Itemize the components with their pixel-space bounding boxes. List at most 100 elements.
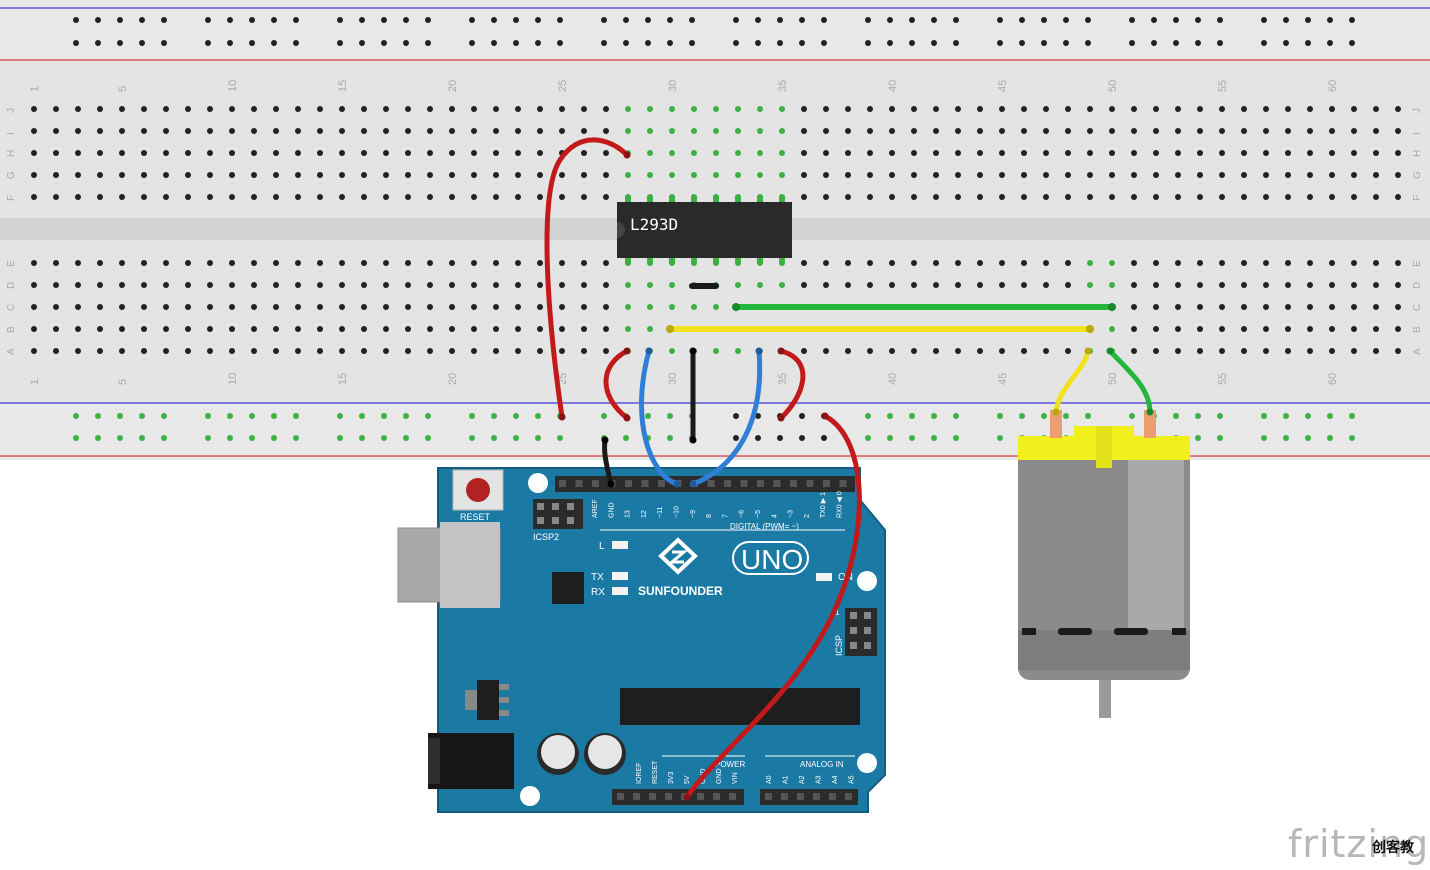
breadboard-hole[interactable] [757, 172, 763, 178]
breadboard-hole[interactable] [317, 150, 323, 156]
breadboard-hole[interactable] [625, 106, 631, 112]
power-rail-hole[interactable] [425, 413, 431, 419]
breadboard-hole[interactable] [559, 282, 565, 288]
power-rail-hole[interactable] [931, 17, 937, 23]
breadboard-hole[interactable] [427, 150, 433, 156]
breadboard-hole[interactable] [31, 260, 37, 266]
breadboard-hole[interactable] [163, 172, 169, 178]
breadboard-hole[interactable] [1131, 348, 1137, 354]
power-rail-hole[interactable] [293, 40, 299, 46]
power-rail-hole[interactable] [953, 40, 959, 46]
power-rail-hole[interactable] [1283, 17, 1289, 23]
breadboard-hole[interactable] [1395, 282, 1401, 288]
breadboard-hole[interactable] [185, 304, 191, 310]
breadboard-hole[interactable] [317, 128, 323, 134]
breadboard-hole[interactable] [537, 326, 543, 332]
breadboard-hole[interactable] [933, 106, 939, 112]
breadboard-hole[interactable] [955, 260, 961, 266]
breadboard-hole[interactable] [163, 304, 169, 310]
breadboard-hole[interactable] [537, 194, 543, 200]
power-rail-hole[interactable] [95, 413, 101, 419]
breadboard-hole[interactable] [295, 304, 301, 310]
power-rail-hole[interactable] [799, 435, 805, 441]
power-rail-hole[interactable] [755, 413, 761, 419]
power-rail-hole[interactable] [227, 17, 233, 23]
breadboard-hole[interactable] [1329, 304, 1335, 310]
breadboard-hole[interactable] [471, 172, 477, 178]
breadboard-hole[interactable] [1175, 150, 1181, 156]
breadboard-hole[interactable] [999, 172, 1005, 178]
breadboard-hole[interactable] [1043, 128, 1049, 134]
breadboard-hole[interactable] [141, 128, 147, 134]
power-rail-hole[interactable] [1195, 413, 1201, 419]
power-rail-hole[interactable] [557, 17, 563, 23]
power-rail-hole[interactable] [161, 435, 167, 441]
breadboard-hole[interactable] [955, 282, 961, 288]
breadboard-hole[interactable] [1285, 348, 1291, 354]
breadboard-hole[interactable] [1109, 194, 1115, 200]
power-rail-hole[interactable] [623, 435, 629, 441]
breadboard-hole[interactable] [405, 282, 411, 288]
power-rail-hole[interactable] [557, 40, 563, 46]
breadboard-hole[interactable] [669, 106, 675, 112]
breadboard-hole[interactable] [977, 128, 983, 134]
breadboard-hole[interactable] [581, 304, 587, 310]
breadboard-hole[interactable] [1263, 282, 1269, 288]
breadboard-hole[interactable] [867, 172, 873, 178]
power-rail-hole[interactable] [205, 413, 211, 419]
breadboard-hole[interactable] [207, 172, 213, 178]
breadboard-hole[interactable] [383, 282, 389, 288]
breadboard-hole[interactable] [75, 106, 81, 112]
breadboard-hole[interactable] [53, 106, 59, 112]
power-rail-hole[interactable] [997, 413, 1003, 419]
breadboard-hole[interactable] [75, 260, 81, 266]
breadboard-hole[interactable] [251, 304, 257, 310]
breadboard-hole[interactable] [361, 106, 367, 112]
blue-wire-pin10[interactable] [639, 348, 680, 487]
power-rail-hole[interactable] [513, 17, 519, 23]
breadboard-hole[interactable] [383, 172, 389, 178]
breadboard-hole[interactable] [581, 348, 587, 354]
breadboard-hole[interactable] [1021, 260, 1027, 266]
breadboard-hole[interactable] [471, 150, 477, 156]
breadboard-hole[interactable] [339, 260, 345, 266]
power-rail-hole[interactable] [469, 17, 475, 23]
breadboard-hole[interactable] [229, 194, 235, 200]
breadboard-hole[interactable] [801, 282, 807, 288]
breadboard-hole[interactable] [1043, 260, 1049, 266]
breadboard-hole[interactable] [405, 260, 411, 266]
breadboard-hole[interactable] [1373, 194, 1379, 200]
breadboard-hole[interactable] [97, 194, 103, 200]
power-rail-hole[interactable] [73, 413, 79, 419]
breadboard-hole[interactable] [801, 348, 807, 354]
breadboard-hole[interactable] [515, 260, 521, 266]
power-rail-hole[interactable] [755, 435, 761, 441]
breadboard-hole[interactable] [1065, 194, 1071, 200]
breadboard-hole[interactable] [405, 128, 411, 134]
breadboard-hole[interactable] [647, 326, 653, 332]
breadboard-hole[interactable] [1175, 172, 1181, 178]
breadboard-hole[interactable] [1307, 128, 1313, 134]
power-rail-hole[interactable] [755, 40, 761, 46]
breadboard-hole[interactable] [207, 128, 213, 134]
breadboard-hole[interactable] [1219, 348, 1225, 354]
breadboard-hole[interactable] [97, 172, 103, 178]
breadboard-hole[interactable] [493, 260, 499, 266]
yellow-wire-motor[interactable] [1053, 348, 1091, 415]
breadboard-hole[interactable] [75, 304, 81, 310]
power-rail-hole[interactable] [931, 40, 937, 46]
power-rail-hole[interactable] [425, 435, 431, 441]
breadboard-hole[interactable] [515, 172, 521, 178]
power-rail-hole[interactable] [513, 413, 519, 419]
power-rail-hole[interactable] [1349, 40, 1355, 46]
breadboard-hole[interactable] [625, 304, 631, 310]
breadboard-hole[interactable] [229, 128, 235, 134]
breadboard-hole[interactable] [735, 348, 741, 354]
breadboard-hole[interactable] [559, 172, 565, 178]
breadboard-hole[interactable] [273, 172, 279, 178]
breadboard-hole[interactable] [229, 348, 235, 354]
power-rail-hole[interactable] [205, 17, 211, 23]
breadboard-hole[interactable] [53, 326, 59, 332]
power-rail-hole[interactable] [1327, 435, 1333, 441]
breadboard-hole[interactable] [1043, 282, 1049, 288]
